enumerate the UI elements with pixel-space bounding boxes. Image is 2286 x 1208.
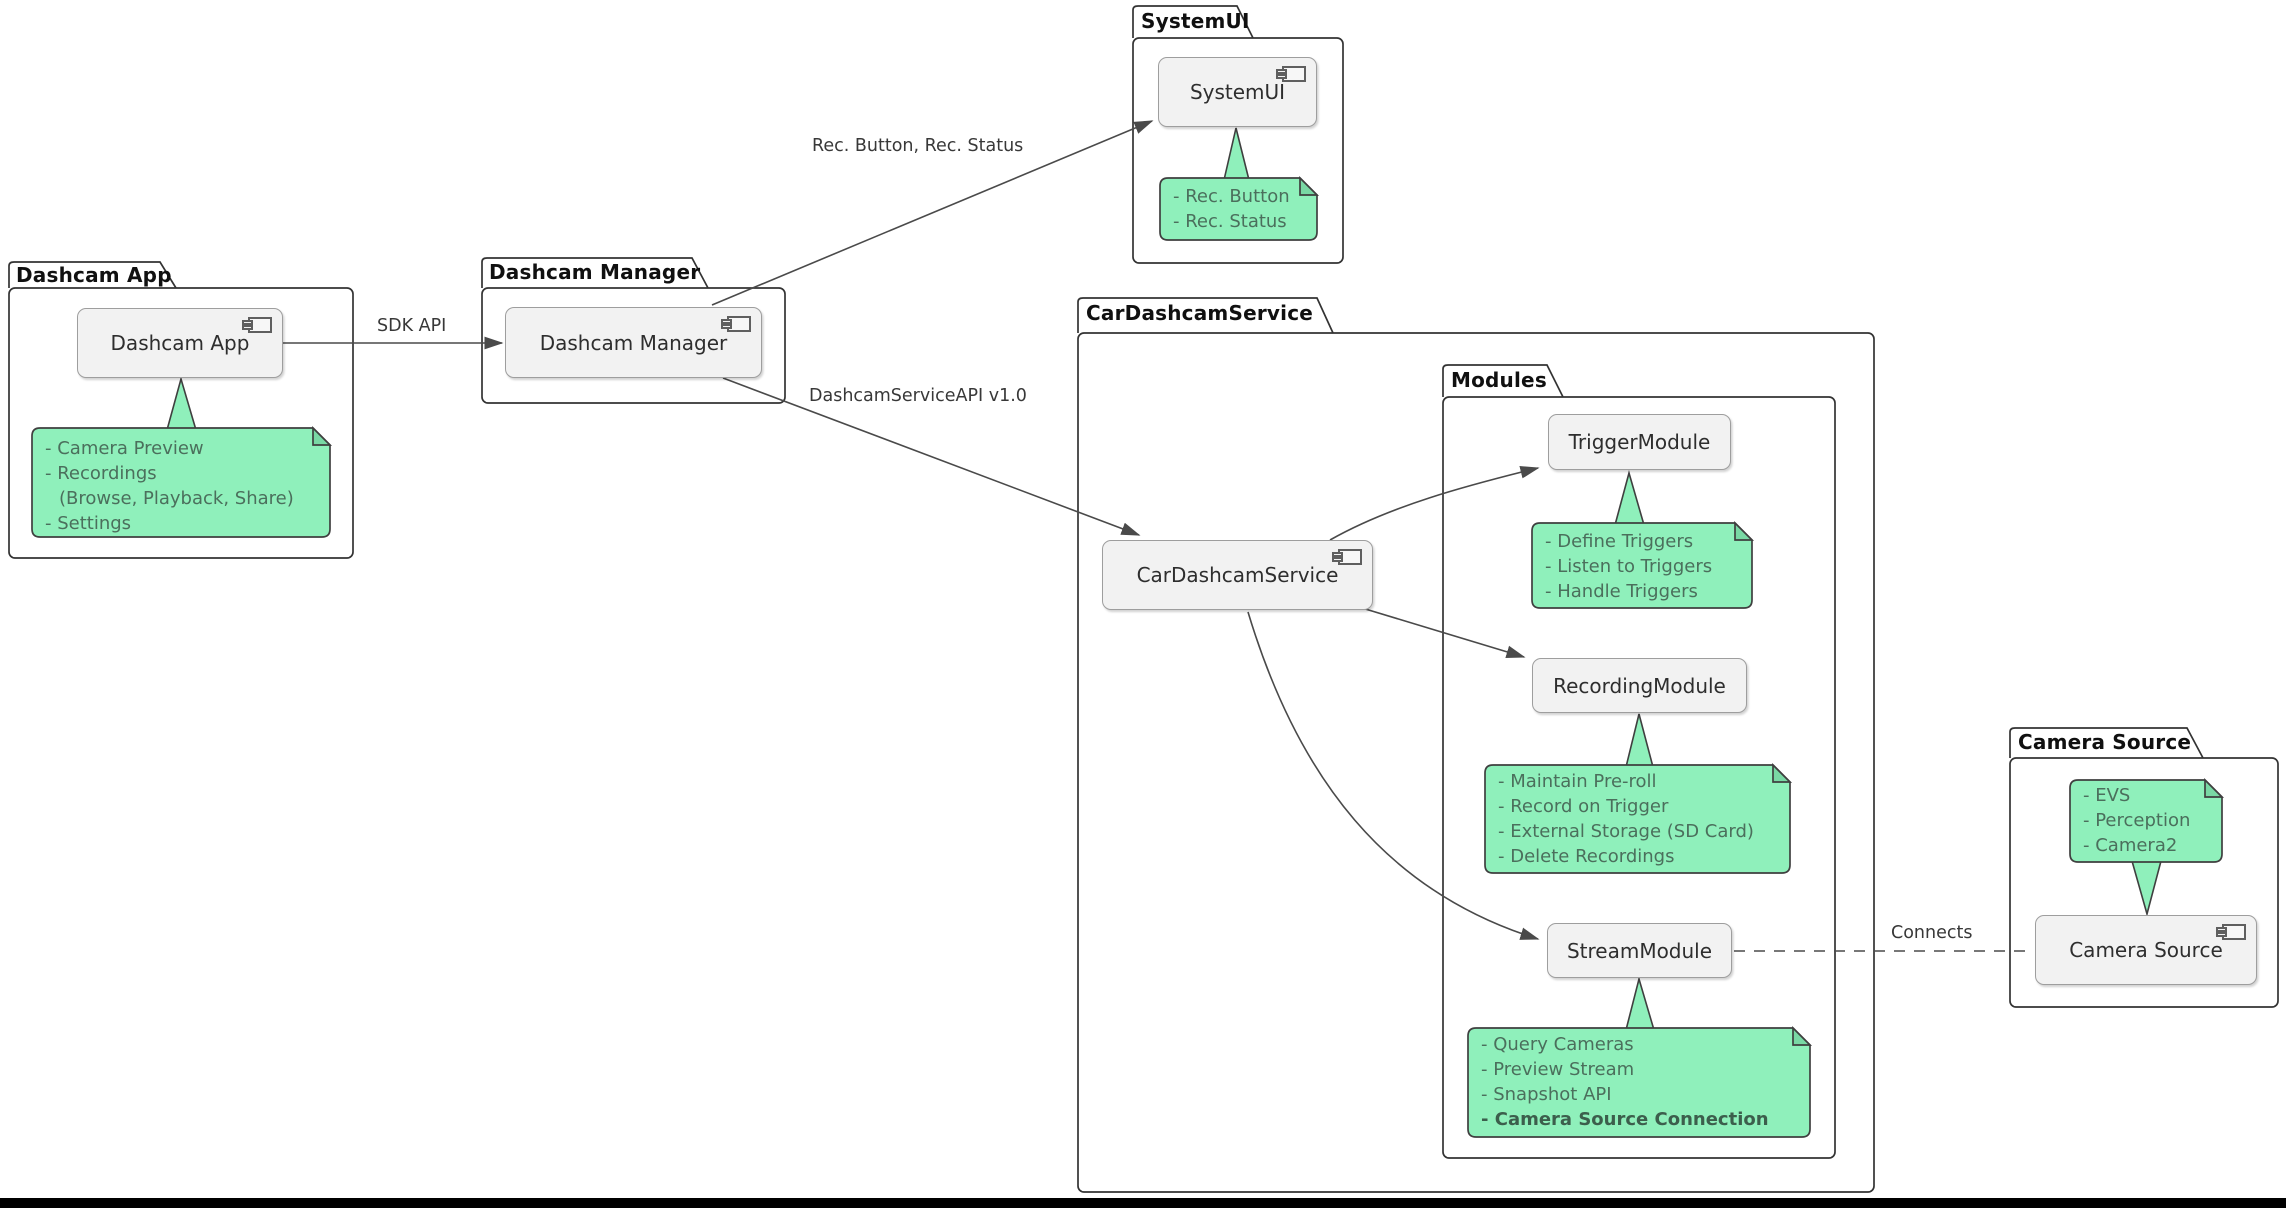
- note-camera-source: - EVS - Perception - Camera2: [2070, 780, 2222, 858]
- component-trigger-module: TriggerModule: [1548, 414, 1731, 470]
- note-line: - Recordings: [45, 463, 157, 484]
- note-fold-icon: [2204, 777, 2225, 798]
- component-camera-source: Camera Source: [2035, 915, 2257, 985]
- note-trigger-module: - Define Triggers - Listen to Triggers -…: [1532, 523, 1752, 604]
- package-title-modules: Modules: [1451, 368, 1547, 392]
- note-line: - Define Triggers: [1545, 531, 1694, 552]
- note-fold-icon: [1734, 520, 1755, 541]
- note-line: - Rec. Status: [1173, 211, 1287, 232]
- note-line: - Preview Stream: [1481, 1059, 1635, 1080]
- note-line: - Delete Recordings: [1498, 846, 1675, 867]
- note-line: - Snapshot API: [1481, 1084, 1612, 1105]
- note-line: - Settings: [45, 513, 132, 534]
- note-shape-systemui: [1159, 177, 1318, 241]
- package-title-dashcam-app: Dashcam App: [16, 263, 172, 287]
- edge-label-rec-button-status: Rec. Button, Rec. Status: [812, 136, 1024, 156]
- component-dashcam-app: Dashcam App: [77, 308, 283, 378]
- note-dashcam-app: - Camera Preview - Recordings (Browse, P…: [32, 428, 330, 536]
- component-label: CarDashcamService: [1136, 563, 1339, 587]
- note-fold-icon: [1792, 1025, 1813, 1046]
- edge-label-dashcam-service-api: DashcamServiceAPI v1.0: [809, 386, 1027, 406]
- package-title-dashcam-manager: Dashcam Manager: [489, 260, 701, 284]
- component-icon: [1276, 66, 1306, 82]
- package-title-systemui: SystemUI: [1141, 9, 1250, 33]
- edge-service-to-trigger: [1329, 466, 1540, 541]
- note-line: (Browse, Playback, Share): [59, 488, 294, 509]
- note-line: - Record on Trigger: [1498, 796, 1669, 817]
- note-line: - External Storage (SD Card): [1498, 821, 1754, 842]
- edge-label-sdk-api: SDK API: [377, 316, 447, 336]
- note-fold-icon: [1299, 175, 1320, 196]
- component-label: RecordingModule: [1553, 673, 1726, 698]
- note-line: - Camera Source Connection: [1481, 1109, 1769, 1130]
- note-line: - Handle Triggers: [1545, 581, 1698, 602]
- note-line: - Perception: [2083, 810, 2191, 831]
- edge-manager-to-service: [722, 377, 1141, 536]
- note-systemui: - Rec. Button - Rec. Status: [1160, 178, 1317, 234]
- note-shape-stream-module: [1467, 1027, 1811, 1138]
- component-label: TriggerModule: [1568, 430, 1711, 454]
- component-label: Camera Source: [2069, 938, 2223, 962]
- component-stream-module: StreamModule: [1547, 923, 1732, 978]
- component-car-dashcam-service: CarDashcamService: [1102, 540, 1373, 610]
- package-tab-dashcam-manager: [481, 257, 709, 289]
- component-systemui: SystemUI: [1158, 57, 1317, 127]
- edge-manager-to-systemui: [711, 120, 1154, 306]
- note-line: - Rec. Button: [1173, 186, 1290, 207]
- edge-service-to-recording: [1361, 607, 1526, 659]
- package-tab-dashcam-app: [8, 261, 177, 289]
- edge-service-to-stream: [1247, 611, 1540, 940]
- package-tab-car-dashcam-service: [1077, 297, 1334, 334]
- note-line: - Listen to Triggers: [1545, 556, 1713, 577]
- component-icon: [721, 316, 751, 332]
- note-line: - Query Cameras: [1481, 1034, 1634, 1055]
- note-recording-module: - Maintain Pre-roll - Record on Trigger …: [1485, 765, 1790, 869]
- note-line: - EVS: [2083, 785, 2131, 806]
- component-recording-module: RecordingModule: [1532, 658, 1747, 713]
- package-tab-modules: [1442, 364, 1564, 398]
- note-fold-icon: [312, 425, 333, 446]
- note-shape-recording-module: [1484, 764, 1791, 874]
- note-line: - Camera Preview: [45, 438, 204, 459]
- component-dashcam-manager: Dashcam Manager: [505, 307, 762, 378]
- note-line: - Maintain Pre-roll: [1498, 771, 1657, 792]
- component-label: Dashcam App: [110, 331, 250, 355]
- component-icon: [1332, 549, 1362, 565]
- component-icon: [242, 317, 272, 333]
- component-icon: [2216, 924, 2246, 940]
- package-title-camera-source: Camera Source: [2018, 730, 2192, 754]
- component-label: Dashcam Manager: [539, 330, 728, 355]
- component-label: StreamModule: [1566, 938, 1713, 963]
- note-shape-camera-source: [2069, 779, 2223, 863]
- note-line: - Camera2: [2083, 835, 2178, 856]
- note-shape-trigger-module: [1531, 522, 1753, 609]
- package-title-car-dashcam-service: CarDashcamService: [1086, 301, 1314, 325]
- note-shape-dashcam-app: [31, 427, 331, 538]
- note-stream-module: - Query Cameras - Preview Stream - Snaps…: [1468, 1028, 1810, 1132]
- bottom-bar: [0, 1198, 2286, 1208]
- package-tab-systemui: [1132, 5, 1254, 39]
- note-fold-icon: [1772, 762, 1793, 783]
- package-tab-camera-source: [2009, 727, 2204, 759]
- component-label: SystemUI: [1189, 80, 1286, 104]
- edge-label-connects: Connects: [1891, 923, 1973, 943]
